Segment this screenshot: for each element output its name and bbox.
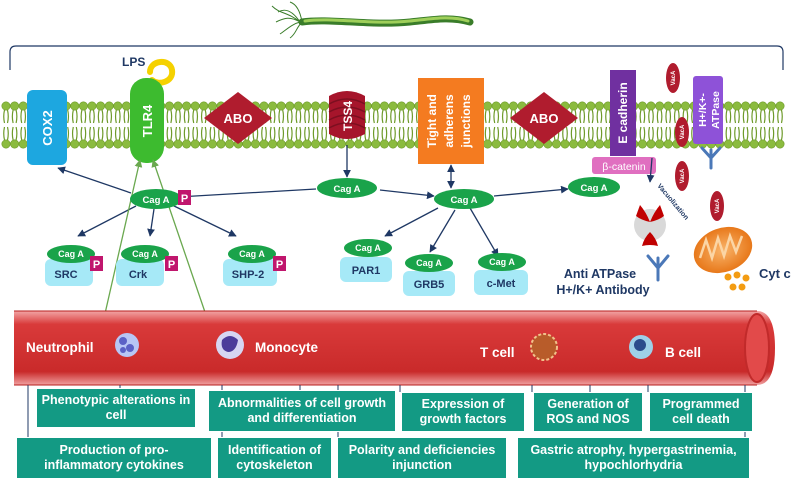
outcome-polarity-injunction: Polarity and deficiencies injunction — [337, 437, 507, 479]
e-cadherin-label: E cadherin — [616, 82, 630, 143]
abo-left-label: ABO — [224, 111, 253, 126]
svg-text:VacA: VacA — [715, 198, 721, 213]
b-cell-icon — [629, 335, 653, 359]
svg-text:Cag A: Cag A — [355, 243, 381, 253]
svg-text:Cag A: Cag A — [416, 258, 442, 268]
svg-text:VacA: VacA — [680, 124, 686, 139]
h-pylori-bacterium-icon — [271, 1, 474, 39]
cyt-c-label: Cyt c — [759, 266, 791, 281]
monocyte-label: Monocyte — [255, 340, 318, 355]
b-catenin-protein — [592, 157, 656, 174]
outcome-pro-inflammatory-cytokines: Production of pro-inflammatory cytokines — [16, 437, 212, 479]
outcome-cytoskeleton: Identification of cytoskeleton — [217, 437, 332, 479]
svg-text:PAR1: PAR1 — [352, 265, 381, 277]
svg-text:P: P — [181, 193, 188, 205]
svg-text:P: P — [168, 259, 175, 271]
svg-text:VacA: VacA — [680, 168, 686, 183]
target-src: SRC Cag A P — [45, 245, 103, 286]
svg-text:Cag A: Cag A — [450, 195, 477, 206]
tlr4-label: TLR4 — [140, 104, 155, 137]
target-par1: PAR1 Cag A — [340, 239, 392, 282]
svg-text:Cag A: Cag A — [132, 249, 158, 259]
svg-text:Cag A: Cag A — [58, 249, 84, 259]
tight-junctions-label-1: Tight and — [425, 94, 439, 148]
outcome-gastric-atrophy: Gastric atrophy, hypergastrinemia, hypoc… — [517, 437, 750, 479]
svg-text:Cag A: Cag A — [142, 195, 169, 206]
caga-left-node: Cag A P — [130, 189, 191, 209]
svg-text:Cag A: Cag A — [333, 184, 360, 195]
vacuole-icon — [634, 205, 666, 246]
abo-right-diamond — [510, 92, 578, 144]
caga-ecad-node: Cag A — [568, 177, 620, 197]
abo-right-label: ABO — [530, 111, 559, 126]
b-cell-label: B cell — [665, 345, 701, 360]
neutrophil-label: Neutrophil — [26, 340, 94, 355]
target-cmet: c-Met Cag A — [474, 253, 528, 295]
svg-text:SRC: SRC — [54, 269, 77, 281]
neutrophil-icon — [115, 333, 139, 357]
target-shp2: SHP-2 Cag A P — [223, 245, 286, 286]
svg-text:c-Met: c-Met — [487, 278, 516, 290]
b-catenin-label: β-catenin — [602, 161, 646, 173]
svg-text:Cag A: Cag A — [239, 249, 265, 259]
cell-membrane — [1, 101, 785, 149]
cox2-label: COX2 — [40, 110, 55, 145]
tight-junctions-protein — [418, 78, 484, 164]
antibody-y-icon-top — [700, 146, 722, 170]
antibody-y-icon — [646, 254, 670, 282]
svg-text:P: P — [276, 259, 283, 271]
cyt-c-dots-icon — [724, 271, 750, 291]
svg-text:Cag A: Cag A — [489, 257, 515, 267]
tss4-protein: TSS4 — [328, 91, 366, 139]
tss4-label: TSS4 — [341, 101, 355, 131]
t-cell-icon — [530, 333, 558, 361]
caga-center-node: Cag A — [317, 178, 377, 198]
signaling-arrows — [57, 145, 655, 257]
monocyte-icon — [216, 331, 244, 359]
antibody-label-1: Anti ATPase — [564, 267, 636, 281]
svg-text:Crk: Crk — [129, 269, 148, 281]
t-cell-label: T cell — [480, 345, 515, 360]
h-k-atpase-label-2: ATPase — [710, 91, 722, 129]
cell-bracket — [9, 45, 784, 70]
tight-junctions-label-3: junctions — [459, 94, 473, 149]
svg-text:P: P — [93, 259, 100, 271]
tlr4-receptor — [130, 78, 164, 163]
blood-vessel — [14, 310, 775, 386]
h-k-atpase-protein — [693, 76, 723, 144]
outcome-growth-factors: Expression of growth factors — [401, 392, 525, 432]
outcome-ros-nos: Generation of ROS and NOS — [533, 392, 643, 432]
lps-label: LPS — [122, 55, 145, 69]
outcome-programmed-cell-death: Programmed cell death — [649, 392, 753, 432]
antibody-label-2: H+/K+ Antibody — [556, 283, 649, 297]
target-crk: Crk Cag A P — [116, 245, 178, 286]
h-k-atpase-label-1: H+/K+- — [697, 93, 709, 127]
caga-right-hub-node: Cag A — [434, 189, 494, 209]
e-cadherin-protein — [610, 70, 636, 156]
cox2-protein — [27, 90, 67, 165]
target-grb5: GRB5 Cag A — [403, 254, 455, 296]
svg-text:VacA: VacA — [671, 70, 677, 85]
vaca-toxins: VacA VacA VacA VacA — [666, 63, 724, 221]
svg-text:Cag A: Cag A — [580, 183, 607, 194]
svg-text:SHP-2: SHP-2 — [232, 269, 264, 281]
tight-junctions-label-2: adherens — [442, 94, 456, 148]
abo-left-diamond — [204, 92, 272, 144]
svg-text:GRB5: GRB5 — [414, 279, 445, 291]
mitochondrion-icon — [693, 226, 753, 274]
outcome-cell-growth-abnormalities: Abnormalities of cell growth and differe… — [208, 390, 396, 432]
phospho-badge — [178, 190, 191, 205]
tlr4-activation-arrows — [103, 159, 208, 319]
outcome-phenotypic-alterations: Phenotypic alterations in cell — [36, 388, 196, 428]
